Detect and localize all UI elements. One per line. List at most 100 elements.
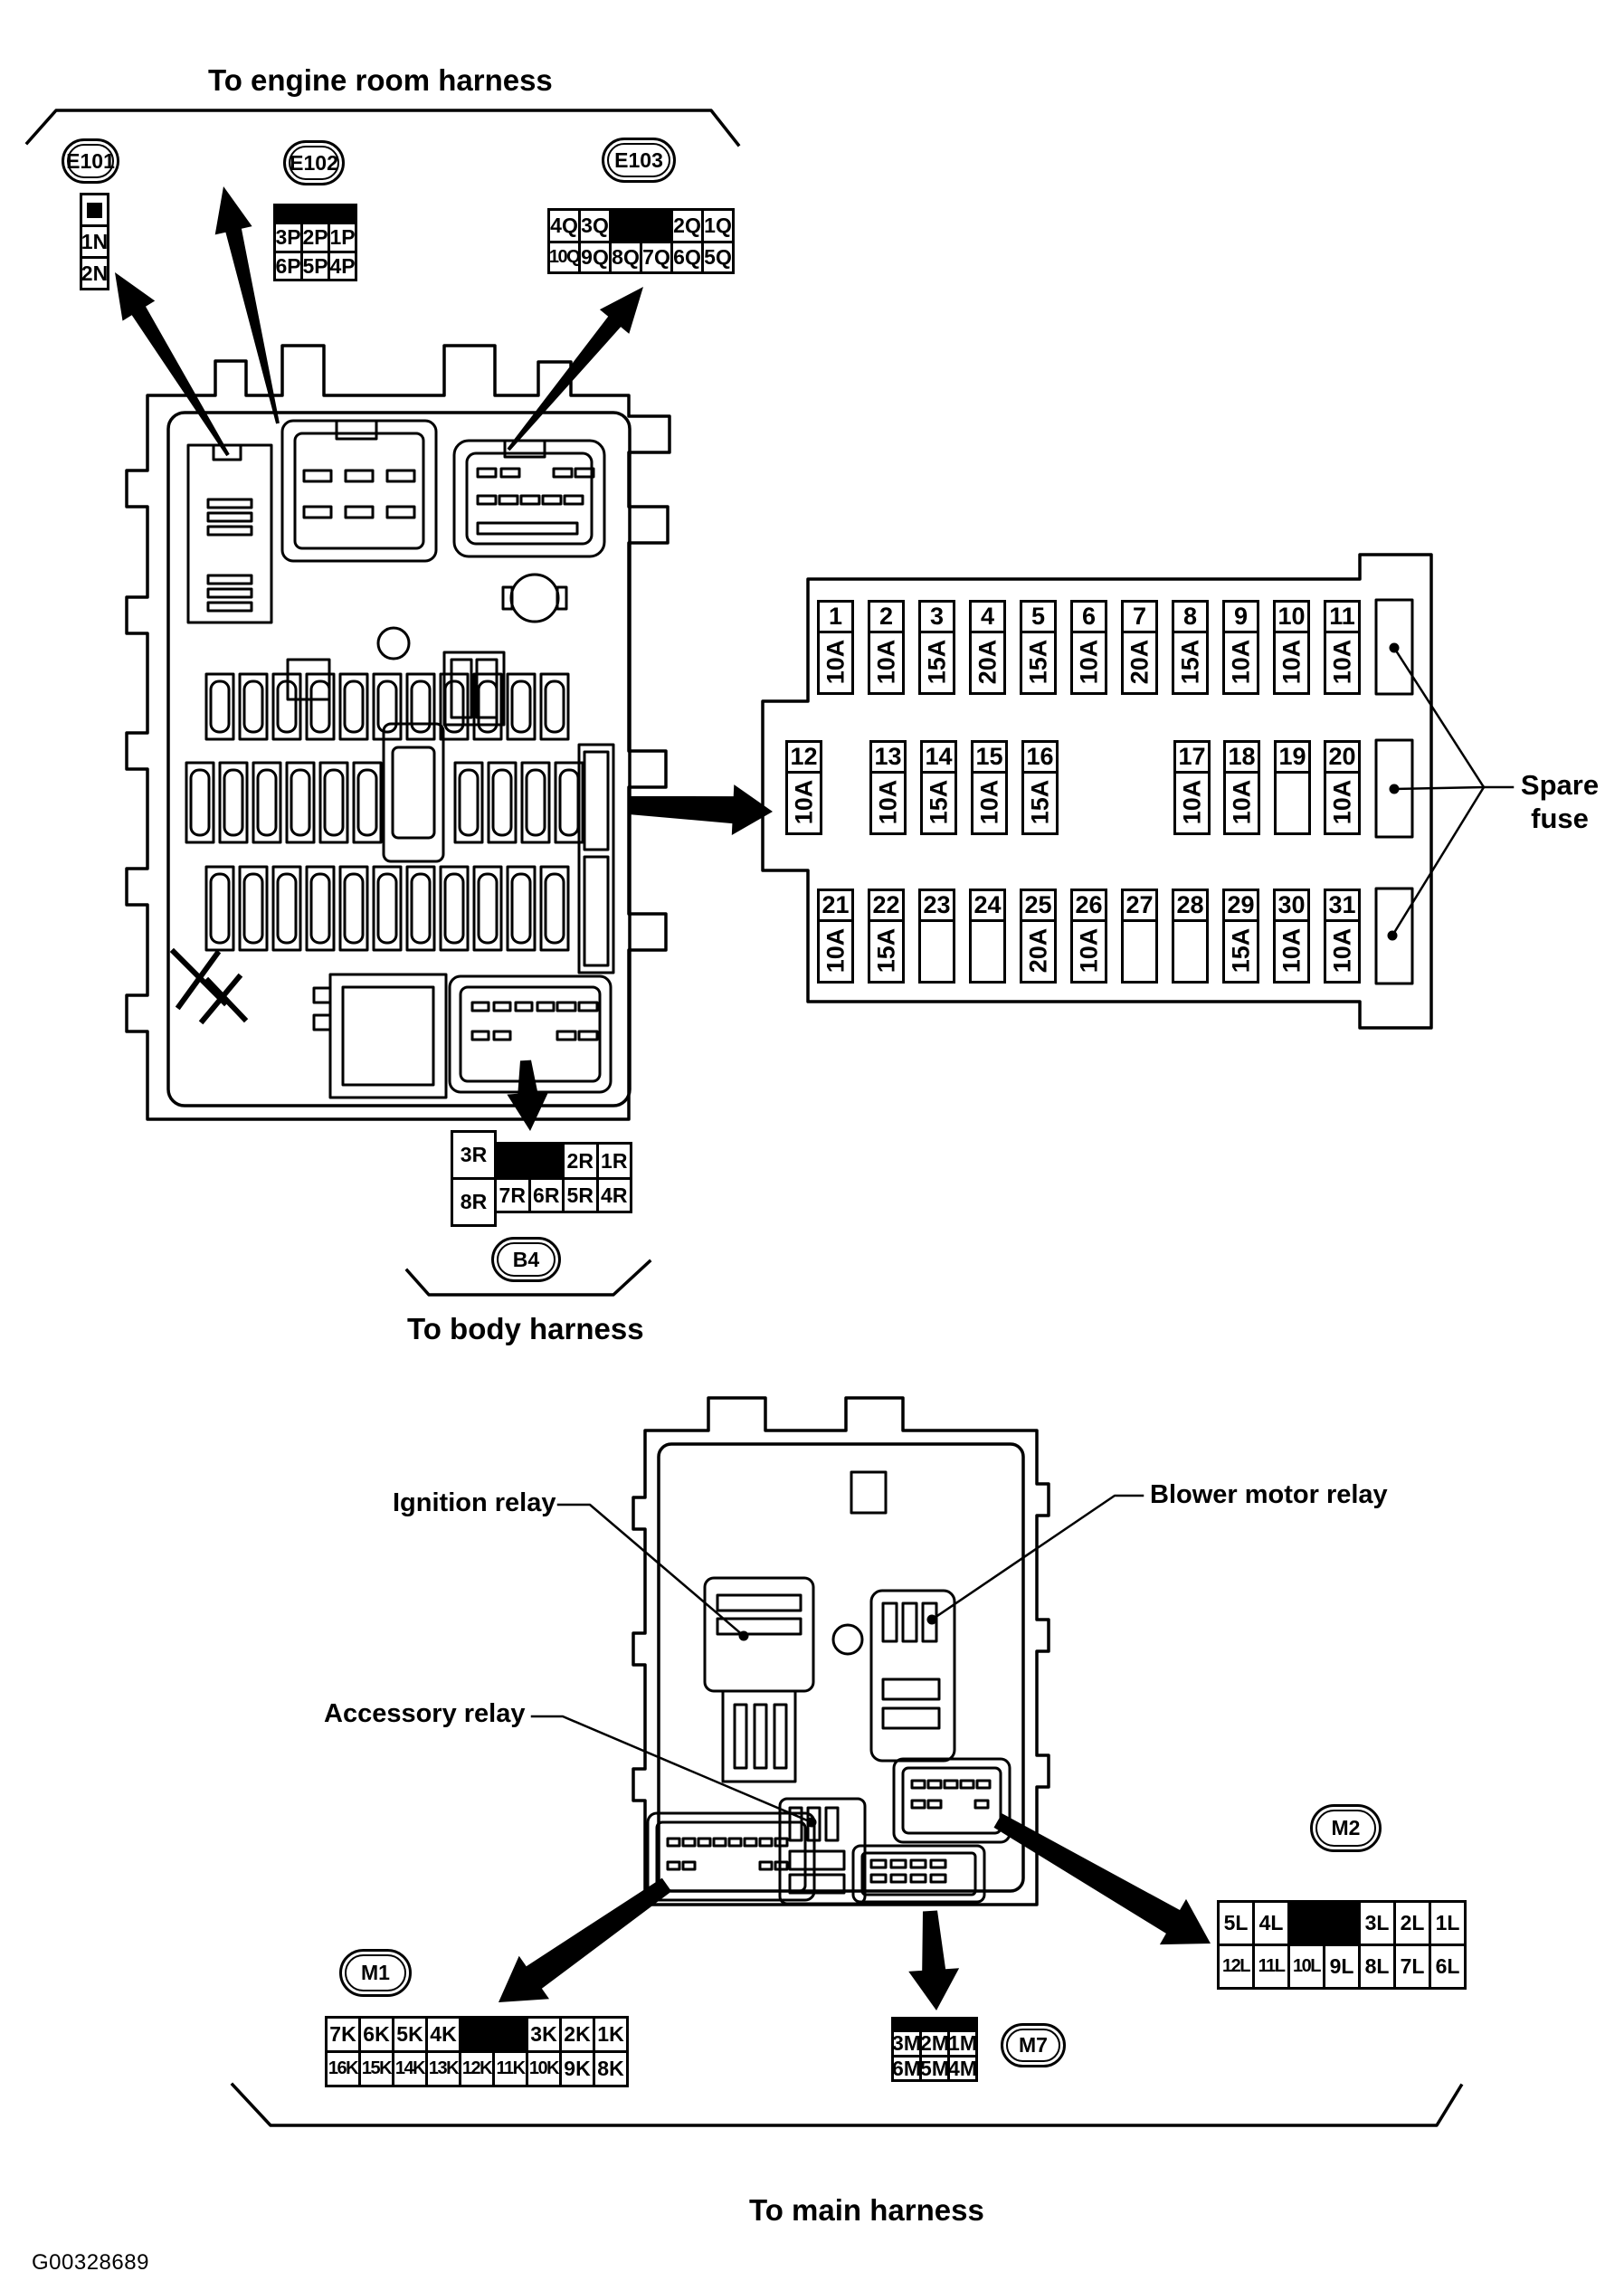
arrow-to-e102	[214, 186, 280, 424]
fuse-number: 14	[923, 743, 954, 774]
fuse-amperage: 10A	[1075, 927, 1102, 973]
mount-hole	[831, 1623, 864, 1656]
mount-hole	[376, 626, 411, 661]
spare-fuse-box	[1374, 598, 1414, 696]
m1-pin-5K: 5K	[392, 2016, 428, 2053]
fuse-amperage	[1174, 919, 1206, 981]
fuse-amperage: 15A	[872, 927, 899, 973]
ignition-relay-label: Ignition relay	[393, 1488, 556, 1517]
clip-marks	[169, 947, 249, 1025]
m2-pin-12L: 12L	[1217, 1944, 1255, 1990]
engine-room-harness-bracket	[24, 109, 741, 147]
arrow-to-m2	[993, 1813, 1211, 1945]
arrow-to-b4	[507, 1060, 549, 1131]
fuse-number: 24	[972, 891, 1003, 922]
m7-source-connector	[851, 1844, 986, 1904]
e103-pin-10Q: 10Q	[547, 241, 581, 274]
fuse-19: 19	[1274, 740, 1311, 835]
m7-pin-6M: 6M	[891, 2055, 922, 2082]
body-harness-title: To body harness	[407, 1312, 644, 1345]
fuse-amperage: 20A	[973, 639, 1001, 684]
m1-pin-9K: 9K	[559, 2050, 595, 2087]
fuse-amperage: 10A	[1075, 639, 1102, 684]
fuse-number: 2	[870, 603, 902, 633]
fuse-number: 22	[870, 891, 902, 922]
small-square-feature	[850, 1470, 888, 1515]
fuse-amperage: 15A	[923, 639, 950, 684]
fuse-number: 23	[921, 891, 953, 922]
arrow-to-e103	[507, 287, 643, 451]
e101-pin-2N: 2N	[80, 256, 109, 290]
m7-pin-5M: 5M	[919, 2055, 950, 2082]
relay-leader-lines	[530, 1494, 1144, 1824]
e103-pin-8Q: 8Q	[609, 241, 642, 274]
fuse-amperage: 10A	[1328, 779, 1355, 824]
e102-pin-2P: 2P	[300, 222, 330, 253]
main-harness-bracket	[230, 2082, 1464, 2127]
fuse-number: 3	[921, 603, 953, 633]
m2-blocked-cell	[1287, 1900, 1361, 1946]
spare-fuse-box	[1374, 887, 1414, 985]
fuse-number: 19	[1277, 743, 1308, 774]
ignition-relay-leader	[556, 1503, 746, 1638]
fuse-number: 17	[1176, 743, 1208, 774]
m1-pin-16K: 16K	[325, 2050, 361, 2087]
m7-pin-4M: 4M	[947, 2055, 978, 2082]
black-index-marker	[87, 202, 102, 218]
fuse-number: 21	[820, 891, 851, 922]
engine-room-harness-title: To engine room harness	[208, 63, 553, 97]
m7-pin-2M: 2M	[919, 2029, 950, 2058]
upper-fuse-box-drawing	[125, 344, 671, 1121]
fuse-amperage: 10A	[821, 927, 849, 973]
connector-badge-M1: M1	[339, 1949, 412, 1997]
fuse-23: 23	[918, 889, 955, 984]
e103-pin-4Q: 4Q	[547, 208, 581, 243]
fuse-amperage: 15A	[1026, 779, 1053, 824]
m1-blocked-cell	[459, 2016, 528, 2053]
e103-source-connector	[452, 439, 606, 558]
arrow-to-fuse-panel	[628, 784, 773, 835]
m1-pin-11K: 11K	[492, 2050, 528, 2087]
fuse-amperage: 10A	[1277, 639, 1305, 684]
b4-pin-6R: 6R	[527, 1177, 565, 1213]
b4-pin-2R: 2R	[562, 1142, 599, 1180]
fuse-amperage: 10A	[1228, 779, 1255, 824]
m2-pin-5L: 5L	[1217, 1900, 1255, 1946]
connector-badge-B4: B4	[491, 1237, 561, 1282]
m1-pin-10K: 10K	[526, 2050, 562, 2087]
b4-pin-1R: 1R	[595, 1142, 632, 1180]
fuse-number: 20	[1326, 743, 1358, 774]
spare-fuse-label: Spare fuse	[1520, 769, 1600, 834]
m2-pin-9L: 9L	[1323, 1944, 1361, 1990]
fuse-number: 11	[1326, 603, 1358, 633]
m7-pin-3M: 3M	[891, 2029, 922, 2058]
m1-pin-2K: 2K	[559, 2016, 595, 2053]
m1-pin-15K: 15K	[358, 2050, 394, 2087]
fuse-number: 28	[1174, 891, 1206, 922]
fuse-amperage	[1277, 771, 1308, 832]
fuse-number: 4	[972, 603, 1003, 633]
m2-pin-3L: 3L	[1358, 1900, 1396, 1946]
fuse-number: 1	[820, 603, 851, 633]
m1-source-connector	[646, 1811, 816, 1902]
fuse-amperage: 15A	[1024, 639, 1051, 684]
fuse-number: 6	[1073, 603, 1105, 633]
fuse-amperage: 20A	[1024, 927, 1051, 973]
e101-marker-cell	[80, 193, 109, 227]
figure-id: G00328689	[32, 2250, 149, 2275]
